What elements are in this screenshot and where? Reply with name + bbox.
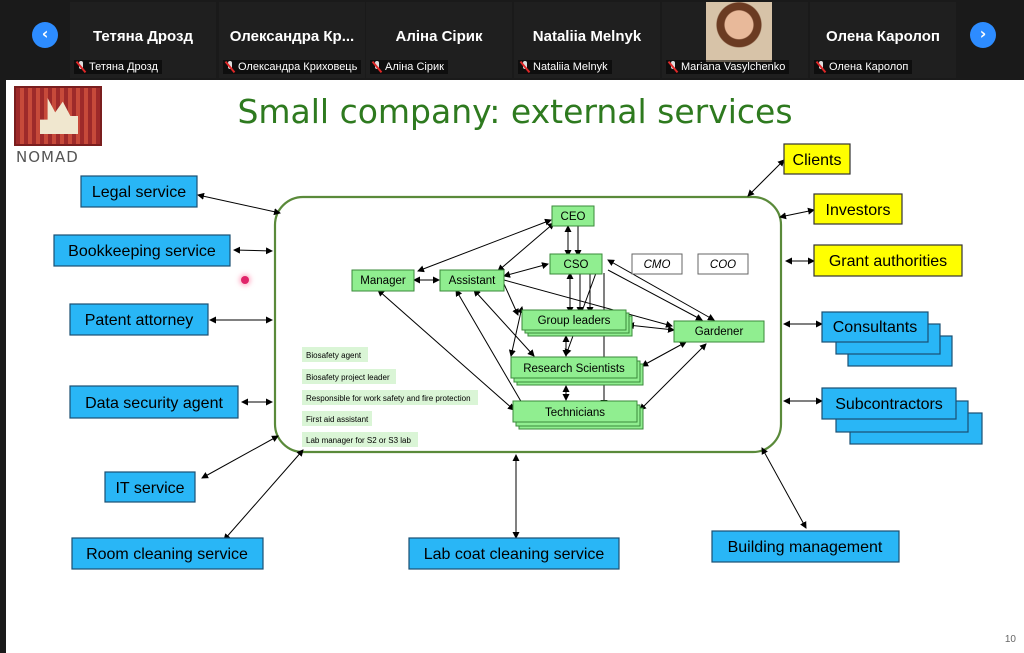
- nomad-logo: [14, 86, 102, 146]
- external-label: Lab coat cleaning service: [424, 546, 605, 563]
- mic-muted-icon: [76, 61, 86, 73]
- org-box-group-leaders[interactable]: Group leaders: [521, 309, 633, 337]
- org-box-technicians[interactable]: Technicians: [512, 400, 644, 430]
- org-label: Gardener: [695, 326, 744, 338]
- participant-tile[interactable]: Олена Каролоп Олена Каролоп: [810, 2, 956, 78]
- participant-bar: ‹ Тетяна Дрозд Тетяна Дрозд Олександра К…: [0, 0, 1024, 80]
- mic-muted-icon: [372, 61, 382, 73]
- mic-muted-icon: [668, 61, 678, 73]
- shared-slide: NOMAD Small company: external services: [6, 80, 1024, 653]
- role-label: Responsible for work safety and fire pro…: [306, 394, 471, 403]
- external-box[interactable]: Building management: [711, 530, 900, 563]
- mic-muted-icon: [816, 61, 826, 73]
- participant-tile-video[interactable]: Mariana Vasylchenko: [662, 2, 808, 78]
- participant-label: Олена Каролоп: [829, 61, 909, 73]
- org-box-ceo[interactable]: CEO: [551, 205, 595, 227]
- external-box[interactable]: Room cleaning service: [71, 537, 264, 570]
- external-label: Grant authorities: [829, 253, 947, 270]
- org-box-cso[interactable]: CSO: [549, 253, 603, 275]
- org-label: Manager: [360, 275, 406, 287]
- participant-label: Олександра Криховець: [238, 61, 358, 73]
- participant-label: Nataliia Melnyk: [533, 61, 608, 73]
- participant-name: Тетяна Дрозд: [92, 28, 194, 45]
- org-box-assistant[interactable]: Assistant: [439, 269, 505, 292]
- org-label: COO: [710, 259, 736, 271]
- external-label: Clients: [793, 152, 842, 169]
- external-label: Building management: [728, 539, 883, 556]
- slide-title: Small company: external services: [237, 92, 793, 131]
- chevron-left-icon[interactable]: ‹: [32, 22, 58, 48]
- org-label: CMO: [644, 259, 671, 271]
- org-label: Technicians: [545, 407, 605, 419]
- participant-label: Аліна Сірик: [385, 61, 444, 73]
- logo-text: NOMAD: [16, 148, 79, 166]
- external-box-stack[interactable]: Consultants: [821, 311, 953, 367]
- org-label: Research Scientists: [523, 363, 625, 375]
- external-label: Bookkeeping service: [68, 243, 216, 260]
- external-label: Data security agent: [85, 395, 223, 412]
- role-tag: Lab manager for S2 or S3 lab: [302, 432, 418, 447]
- external-box[interactable]: IT service: [104, 471, 196, 503]
- external-connectors: [197, 159, 823, 541]
- org-label: Assistant: [449, 275, 496, 287]
- external-box[interactable]: Data security agent: [69, 385, 239, 419]
- role-tag: Responsible for work safety and fire pro…: [302, 390, 478, 405]
- role-tag: Biosafety agent: [302, 347, 368, 362]
- role-label: First aid assistant: [306, 415, 369, 424]
- laser-pointer: [241, 276, 249, 284]
- external-label: Consultants: [833, 319, 918, 336]
- external-box-stack[interactable]: Subcontractors: [821, 387, 983, 445]
- role-tag: Biosafety project leader: [302, 369, 396, 384]
- external-label: IT service: [115, 480, 184, 497]
- participant-tile[interactable]: Олександра Кр... Олександра Криховець: [219, 2, 365, 78]
- org-box-gardener[interactable]: Gardener: [673, 320, 765, 343]
- mic-muted-icon: [225, 61, 235, 73]
- external-box[interactable]: Lab coat cleaning service: [408, 537, 620, 570]
- external-box[interactable]: Legal service: [80, 175, 198, 208]
- participant-tile[interactable]: Тетяна Дрозд Тетяна Дрозд: [70, 2, 216, 78]
- page-number: 10: [1004, 634, 1016, 645]
- org-label: CSO: [564, 259, 589, 271]
- org-box-cmo[interactable]: CMO: [631, 253, 683, 275]
- participant-label: Mariana Vasylchenko: [681, 61, 786, 73]
- participant-video-avatar: [706, 2, 772, 62]
- external-box[interactable]: Investors: [813, 193, 903, 225]
- participant-name: Аліна Сірик: [395, 28, 483, 45]
- external-label: Investors: [826, 202, 891, 219]
- external-label: Legal service: [92, 184, 186, 201]
- participant-label: Тетяна Дрозд: [89, 61, 158, 73]
- external-label: Room cleaning service: [86, 546, 248, 563]
- external-box[interactable]: Grant authorities: [813, 244, 963, 277]
- role-label: Biosafety agent: [306, 351, 362, 360]
- org-label: Group leaders: [538, 315, 611, 327]
- external-label: Patent attorney: [85, 312, 194, 329]
- role-tag: First aid assistant: [302, 411, 372, 426]
- org-box-coo[interactable]: COO: [697, 253, 749, 275]
- external-box[interactable]: Clients: [783, 143, 851, 175]
- org-box-manager[interactable]: Manager: [351, 269, 415, 292]
- role-label: Lab manager for S2 or S3 lab: [306, 436, 412, 445]
- external-box[interactable]: Bookkeeping service: [53, 234, 231, 267]
- org-label: CEO: [561, 211, 586, 223]
- chevron-right-icon[interactable]: ›: [970, 22, 996, 48]
- external-label: Subcontractors: [835, 396, 943, 413]
- internal-connectors: [377, 218, 715, 411]
- role-label: Biosafety project leader: [306, 373, 390, 382]
- mic-muted-icon: [520, 61, 530, 73]
- participant-name: Олександра Кр...: [229, 28, 355, 45]
- org-box-research-scientists[interactable]: Research Scientists: [510, 356, 644, 386]
- participant-name: Олена Каролоп: [826, 28, 940, 45]
- org-diagram: Legal service Bookkeeping service Patent…: [53, 143, 983, 570]
- participant-tile[interactable]: Nataliia Melnyk Nataliia Melnyk: [514, 2, 660, 78]
- participant-name: Nataliia Melnyk: [532, 28, 642, 45]
- external-box[interactable]: Patent attorney: [69, 303, 209, 336]
- participant-tile[interactable]: Аліна Сірик Аліна Сірик: [366, 2, 512, 78]
